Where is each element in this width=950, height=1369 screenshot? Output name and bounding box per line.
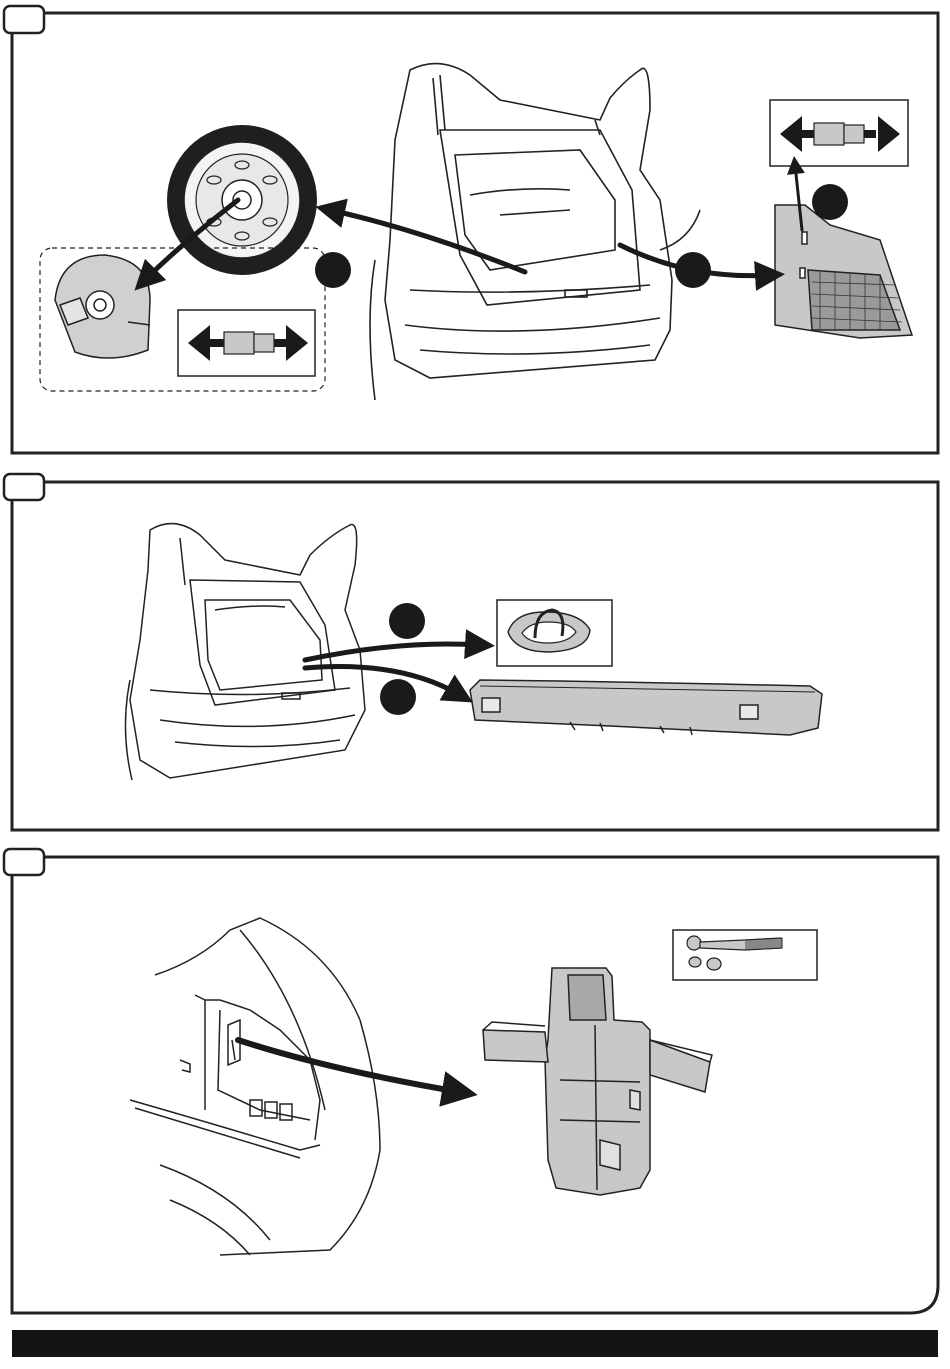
callout-marker xyxy=(389,603,425,639)
step-panel-1 xyxy=(4,6,938,453)
spare-wheel-icon xyxy=(167,125,317,275)
remove-arrows-icon xyxy=(770,100,908,166)
callout-marker xyxy=(675,252,711,288)
step-number-tab xyxy=(4,6,44,33)
footer-bar xyxy=(12,1330,938,1357)
step-number-tab xyxy=(4,849,44,875)
callout-marker xyxy=(315,252,351,288)
callout-marker xyxy=(812,184,848,220)
step-panel-2 xyxy=(4,474,938,830)
lashing-eye-icon xyxy=(497,600,612,666)
callout-marker xyxy=(380,679,416,715)
step-panel-3 xyxy=(4,849,938,1313)
remove-arrows-icon xyxy=(178,310,315,376)
step-number-tab xyxy=(4,474,44,500)
ratchet-tool-icon xyxy=(673,930,817,980)
